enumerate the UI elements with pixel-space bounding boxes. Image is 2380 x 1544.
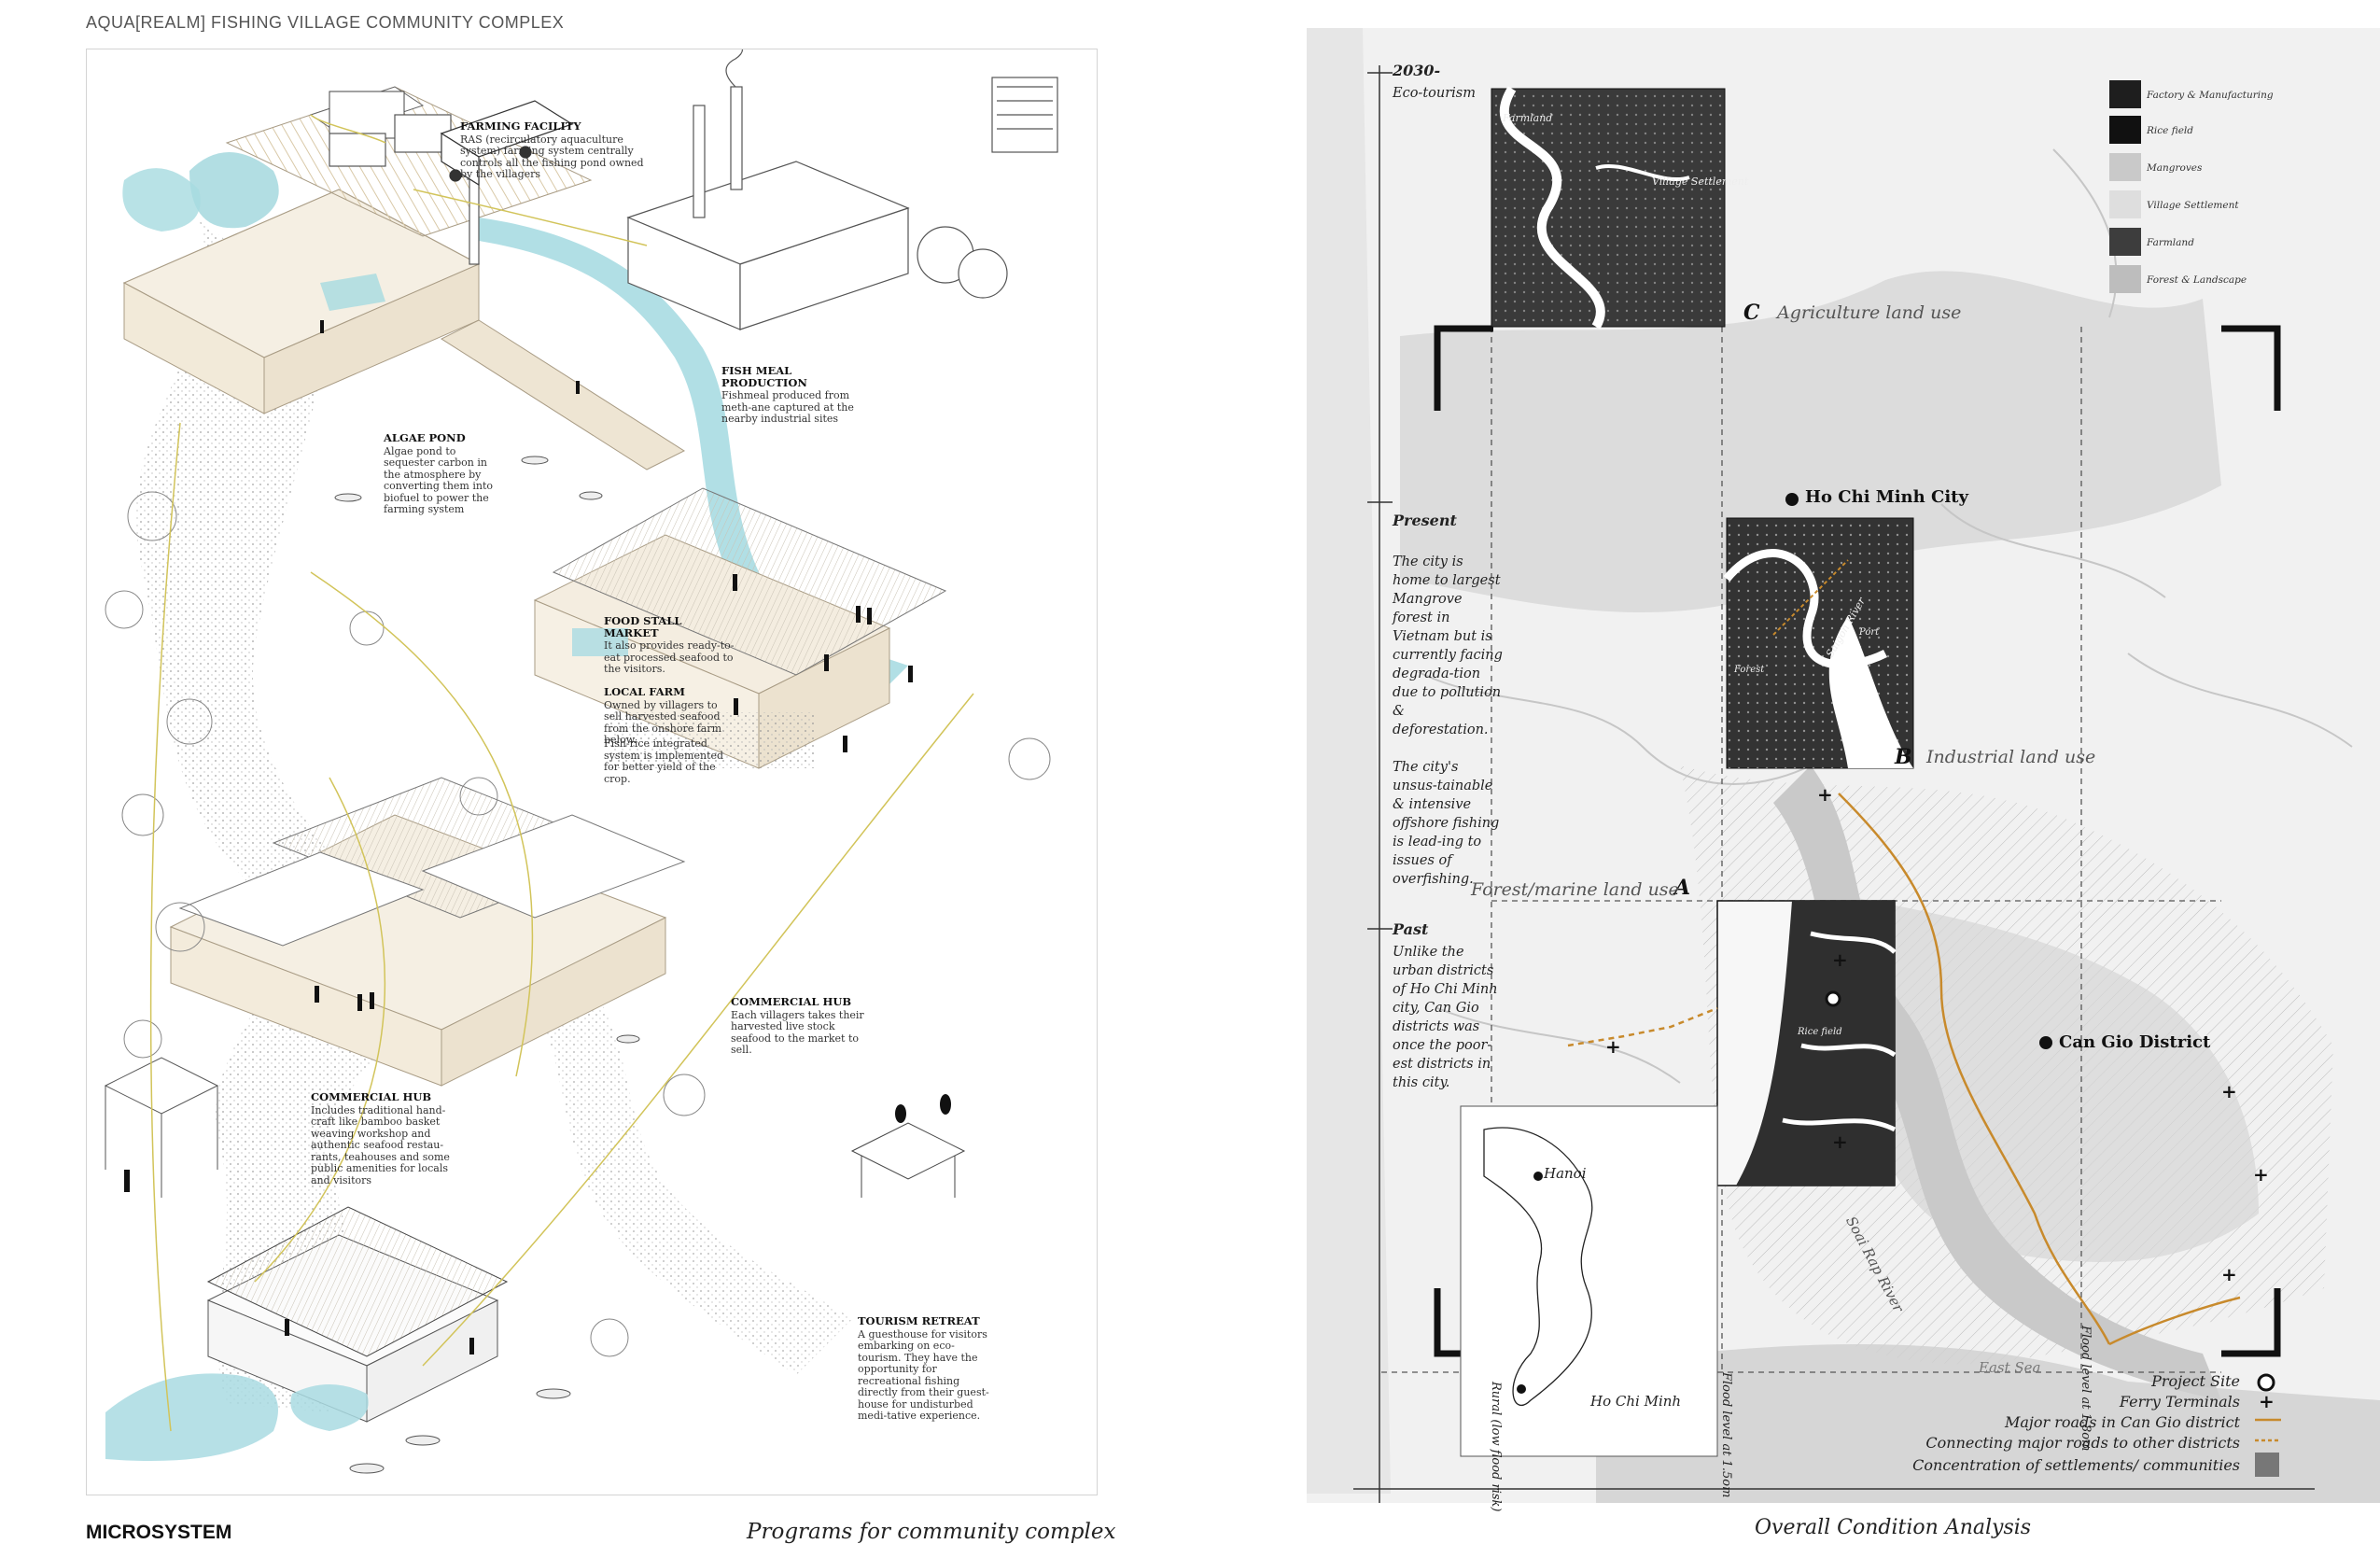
place-hanoi: Hanoi [1544,1165,1587,1182]
legend-rice-field: Rice field [2147,125,2193,136]
food-stall-building [533,487,947,769]
note-food-stall: FOOD STALL MARKET It also provides ready… [604,614,735,675]
legend-ferry-terminals: Ferry Terminals [2119,1393,2240,1411]
axonometric-drawing-frame: FARMING FACILITY RAS (recirculatory aqua… [86,49,1098,1495]
condition-map: + + + + + + + + [1307,28,2380,1503]
flood-label-3: Rural (low flood risk) [1489,1382,1503,1512]
factory-illustration [329,49,1058,330]
place-village-settlement: Village Settlement [1652,175,1749,188]
note-tourism-retreat: TOURISM RETREAT A guesthouse for visitor… [858,1314,989,1422]
svg-text:+: + [1832,948,1848,971]
note-fish-meal: FISH MEAL PRODUCTION Fishmeal produced f… [721,364,854,425]
place-farmland: Farmland [1503,112,1553,124]
boat-illustrations [334,456,640,1474]
svg-text:+: + [2259,1390,2275,1412]
inset-agriculture-map [1491,86,1726,330]
people-silhouettes [124,320,913,1355]
svg-text:+: + [1832,1130,1848,1153]
vegetation [105,491,1051,1357]
can-gio-marker [2039,1036,2052,1049]
legend-settlements: Concentration of settlements/ communitie… [1912,1456,2240,1474]
left-caption: Programs for community complex [747,1520,1116,1544]
legend-mangroves: Mangroves [2147,162,2203,174]
svg-text:+: + [2221,1080,2237,1102]
svg-text:+: + [2253,1163,2269,1186]
note-farming-facility: FARMING FACILITY RAS (recirculatory aqua… [460,119,644,180]
inset-industrial-map [1723,517,1914,769]
svg-text:+: + [2221,1263,2237,1285]
major-roads [1838,793,2241,1346]
picnic-table-illustration [850,1094,966,1198]
project-site-marker [1825,990,1841,1007]
flood-label-2: Flood level at 1.8om [2079,1326,2093,1452]
truck-illustration [440,100,574,187]
right-panel: + + + + + + + + [1288,0,2380,1540]
svg-text:+: + [1817,783,1833,806]
panel-title: AQUA[REALM] FISHING VILLAGE COMMUNITY CO… [86,13,565,32]
commercial-hub-building [169,777,686,1087]
place-hcmc: Ho Chi Minh City [1805,487,1968,507]
legend-connecting-roads: Connecting major roads to other district… [1925,1434,2240,1452]
place-forest: Forest [1734,665,1765,675]
legend-bottom-symbols: + [2255,1373,2281,1477]
hcmc-marker [1785,493,1799,506]
farming-facility-building [122,86,686,470]
land-use-forest-marine: Forest/marine land use [1471,879,1679,900]
place-can-gio: Can Gio District [2059,1032,2211,1052]
note-fish-rice: Fish-rice integrated system is implement… [604,737,724,785]
inset-forest-marine-map [1716,900,1897,1186]
note-commercial-hub-2: COMMERCIAL HUB Includes traditional hand… [311,1090,450,1186]
place-east-sea: East Sea [1979,1359,2041,1376]
place-port: Port [1859,627,1880,638]
legend-swatches [2109,80,2141,293]
legend-project-site: Project Site [2151,1372,2240,1390]
place-ho-chi-minh: Ho Chi Minh [1590,1393,1682,1410]
right-caption: Overall Condition Analysis [1755,1516,2032,1539]
note-algae-pond: ALGAE POND Algae pond to sequester carbo… [384,431,493,515]
axonometric-drawing [104,49,1058,1474]
timeline-present: Present The city is home to largest Mang… [1393,512,1503,887]
connector-lines [149,114,974,1432]
microsystem-label: MICROSYSTEM [86,1522,232,1543]
note-commercial-hub-1: COMMERCIAL HUB Each villagers takes thei… [731,995,864,1056]
ferry-terminals: + + + + + + + [1605,783,2269,1285]
place-rice-field: Rice field [1798,1027,1842,1037]
timeline-past: Past Unlike the urban districts of Ho Ch… [1393,920,1498,1090]
flood-label-1: Flood level at 1.5om [1719,1372,1733,1498]
land-use-agriculture: Agriculture land use [1777,302,1962,323]
pavilion-illustration [104,1057,219,1198]
legend-forest: Forest & Landscape [2147,274,2247,286]
legend-farmland: Farmland [2147,237,2194,248]
legend-major-roads: Major roads in Can Gio district [2004,1413,2240,1431]
vietnam-inset-map [1460,1105,1718,1457]
label-letter-c: C [1743,301,1760,325]
svg-text:+: + [1605,1035,1621,1058]
legend-village: Village Settlement [2147,200,2239,211]
label-letter-a: A [1674,876,1691,900]
left-panel: AQUA[REALM] FISHING VILLAGE COMMUNITY CO… [0,0,1167,1544]
timeline-future: 2030- Eco-tourism [1393,62,1476,101]
legend-factory: Factory & Manufacturing [2147,90,2274,101]
tourism-retreat-building [105,1206,509,1461]
land-use-industrial: Industrial land use [1926,747,2096,767]
note-local-farm: LOCAL FARM Owned by villagers to sell ha… [604,685,722,746]
label-letter-b: B [1895,745,1912,769]
